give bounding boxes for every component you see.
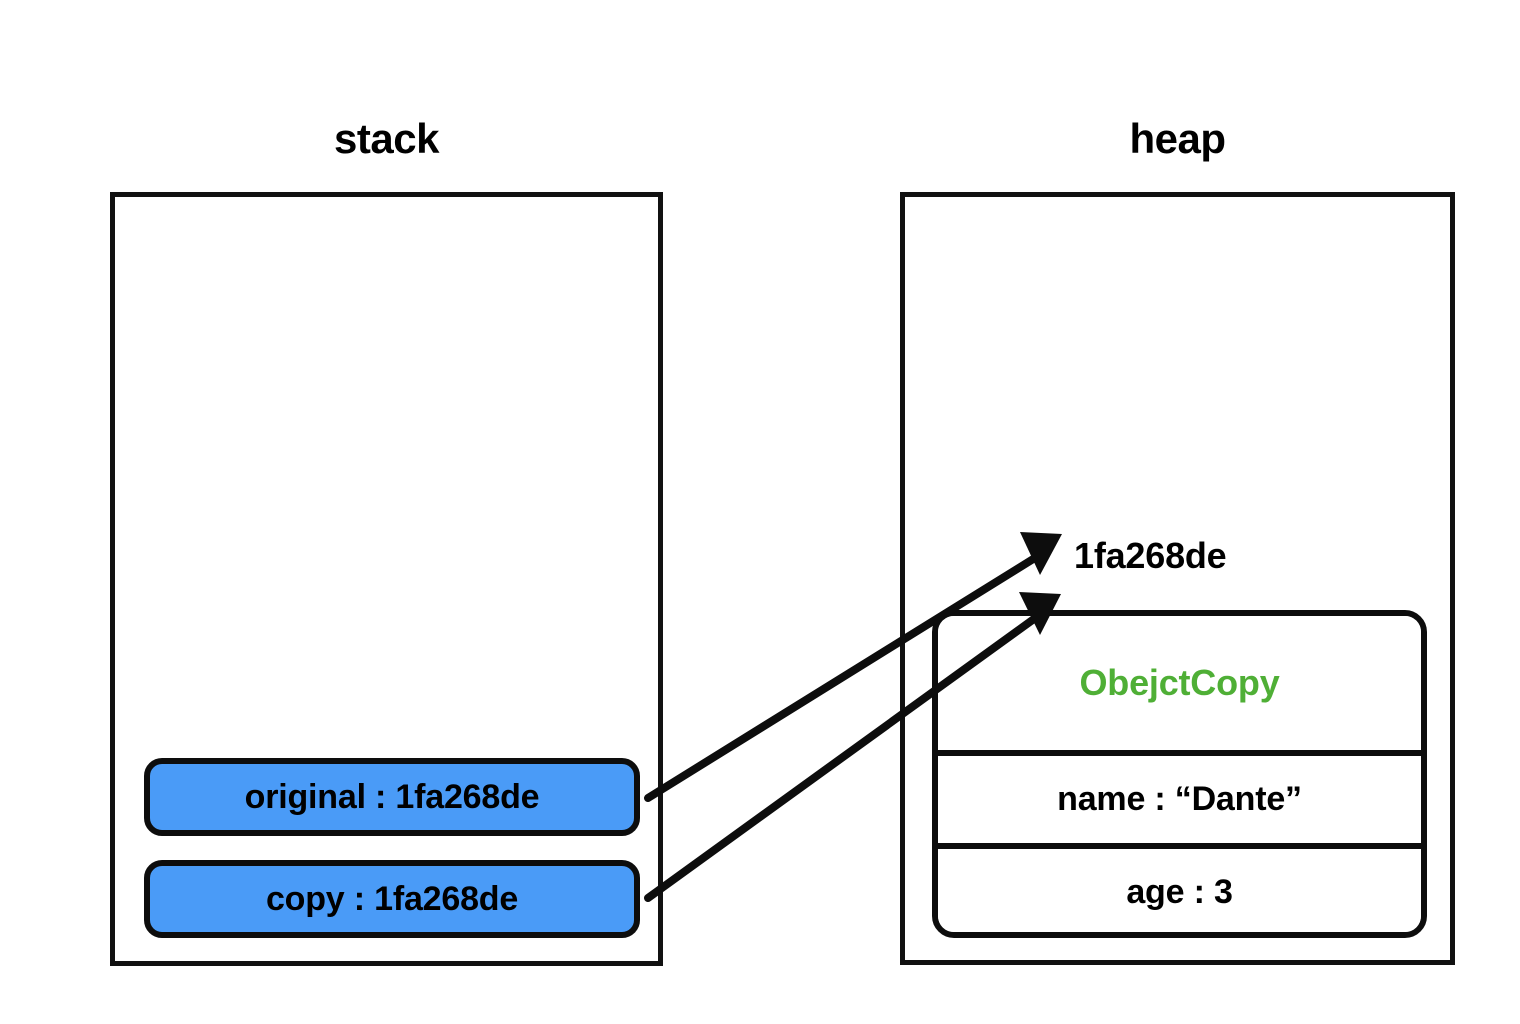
heap-object-card[interactable]: ObejctCopy name : “Dante” age : 3	[932, 610, 1427, 938]
heap-address-label: 1fa268de	[1074, 535, 1227, 576]
heap-object-field-age-label: age : 3	[1126, 873, 1233, 911]
heap-object-class-row: ObejctCopy	[938, 616, 1421, 750]
stack-variable-copy-label: copy : 1fa268de	[265, 879, 519, 918]
heap-object-class-name: ObejctCopy	[1079, 662, 1280, 703]
stack-variable-original[interactable]: original : 1fa268de	[144, 758, 640, 836]
heap-object-field-name: name : “Dante”	[938, 750, 1421, 843]
stack-variable-original-label: original : 1fa268de	[244, 777, 540, 816]
heap-object-field-age: age : 3	[938, 843, 1421, 932]
heap-title: heap	[1129, 115, 1226, 162]
stack-region-box	[110, 192, 663, 966]
stack-variable-copy[interactable]: copy : 1fa268de	[144, 860, 640, 938]
heap-object-field-name-label: name : “Dante”	[1057, 780, 1302, 818]
stack-title: stack	[334, 115, 439, 162]
